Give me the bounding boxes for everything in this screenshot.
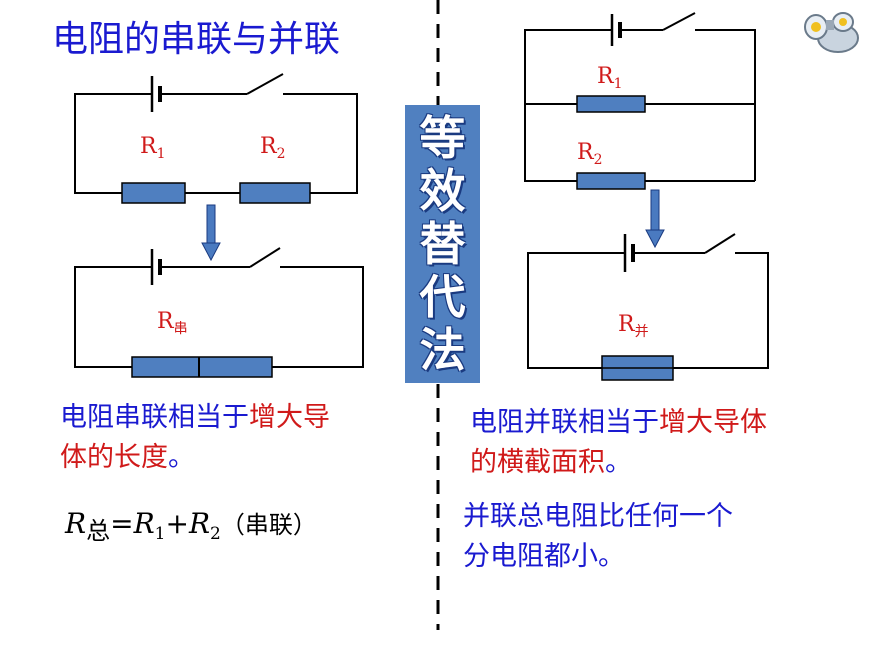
parallel-label-r1: R1 xyxy=(597,64,623,92)
center-char: 代 xyxy=(419,270,466,324)
parallel-conclusion: 并联总电阻比任何一个分电阻都小。 xyxy=(463,501,733,572)
parallel-equivalent-circuit xyxy=(527,233,769,369)
arrow-down-icon xyxy=(201,204,221,262)
series-resistor-r1 xyxy=(121,182,186,204)
series-resistor-equivalent xyxy=(131,356,273,378)
series-circuit xyxy=(74,73,358,194)
center-char: 替 xyxy=(419,217,466,271)
series-equivalent-circuit xyxy=(74,247,364,368)
parallel-label-r2: R2 xyxy=(577,140,603,168)
binoculars-icon xyxy=(804,12,859,53)
page-title: 电阻的串联与并联 xyxy=(52,19,341,60)
center-char: 等 xyxy=(419,111,466,165)
parallel-label-equivalent: R并 xyxy=(618,312,649,340)
parallel-resistor-r2 xyxy=(576,172,646,190)
parallel-explanation: 电阻并联相当于增大导体的横截面积。 xyxy=(470,407,767,478)
arrow-down-icon xyxy=(645,189,665,249)
series-label-r1: R1 xyxy=(140,134,166,162)
series-label-r2: R2 xyxy=(260,134,286,162)
parallel-circuit xyxy=(524,12,756,182)
series-explanation: 电阻串联相当于增大导体的长度。 xyxy=(60,402,330,473)
center-char: 法 xyxy=(419,323,466,377)
series-resistor-r2 xyxy=(239,182,311,204)
series-formula: R总=R1+R2（串联） xyxy=(65,507,317,545)
center-char: 效 xyxy=(419,164,466,218)
series-label-equivalent: R串 xyxy=(157,309,188,337)
equivalent-substitution-label: 等 效 替 代 法 xyxy=(405,105,480,383)
parallel-resistor-r1 xyxy=(576,95,646,113)
